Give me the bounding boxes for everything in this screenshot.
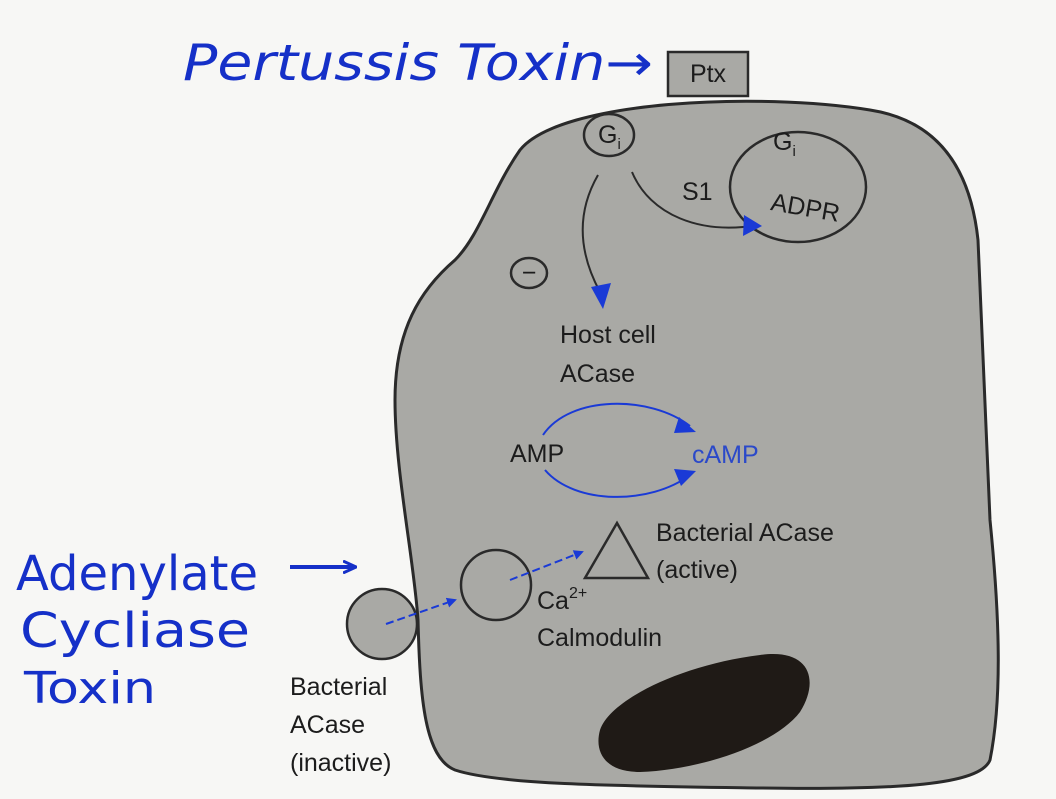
ptx-label: Ptx	[690, 60, 727, 88]
amp-label: AMP	[510, 440, 564, 468]
bacterial-inactive-label-2: ACase	[290, 711, 365, 739]
host-acase-label: ACase	[560, 360, 635, 388]
bacterial-inactive-label-3: (inactive)	[290, 749, 391, 777]
pertussis-toxin-annotation: Pertussis Toxin→	[183, 34, 653, 92]
bacterial-acase-inactive-circle	[347, 589, 417, 659]
toxin-annotation: Toxin	[23, 663, 156, 714]
gi-label: Gi	[598, 121, 621, 153]
cycliase-annotation: Cycliase	[20, 603, 250, 659]
camp-label: cAMP	[692, 441, 759, 469]
bacterial-active-label-1: Bacterial ACase	[656, 519, 834, 547]
bacterial-inactive-label-1: Bacterial	[290, 673, 387, 701]
host-cell-label: Host cell	[560, 321, 656, 349]
bacterial-active-label-2: (active)	[656, 556, 738, 584]
adenylate-annotation: Adenylate	[16, 546, 258, 602]
gi-adpr-g-label: Gi	[773, 128, 796, 160]
calmodulin-label: Calmodulin	[537, 624, 662, 652]
minus-label: −	[522, 259, 537, 287]
s1-label: S1	[682, 178, 713, 206]
